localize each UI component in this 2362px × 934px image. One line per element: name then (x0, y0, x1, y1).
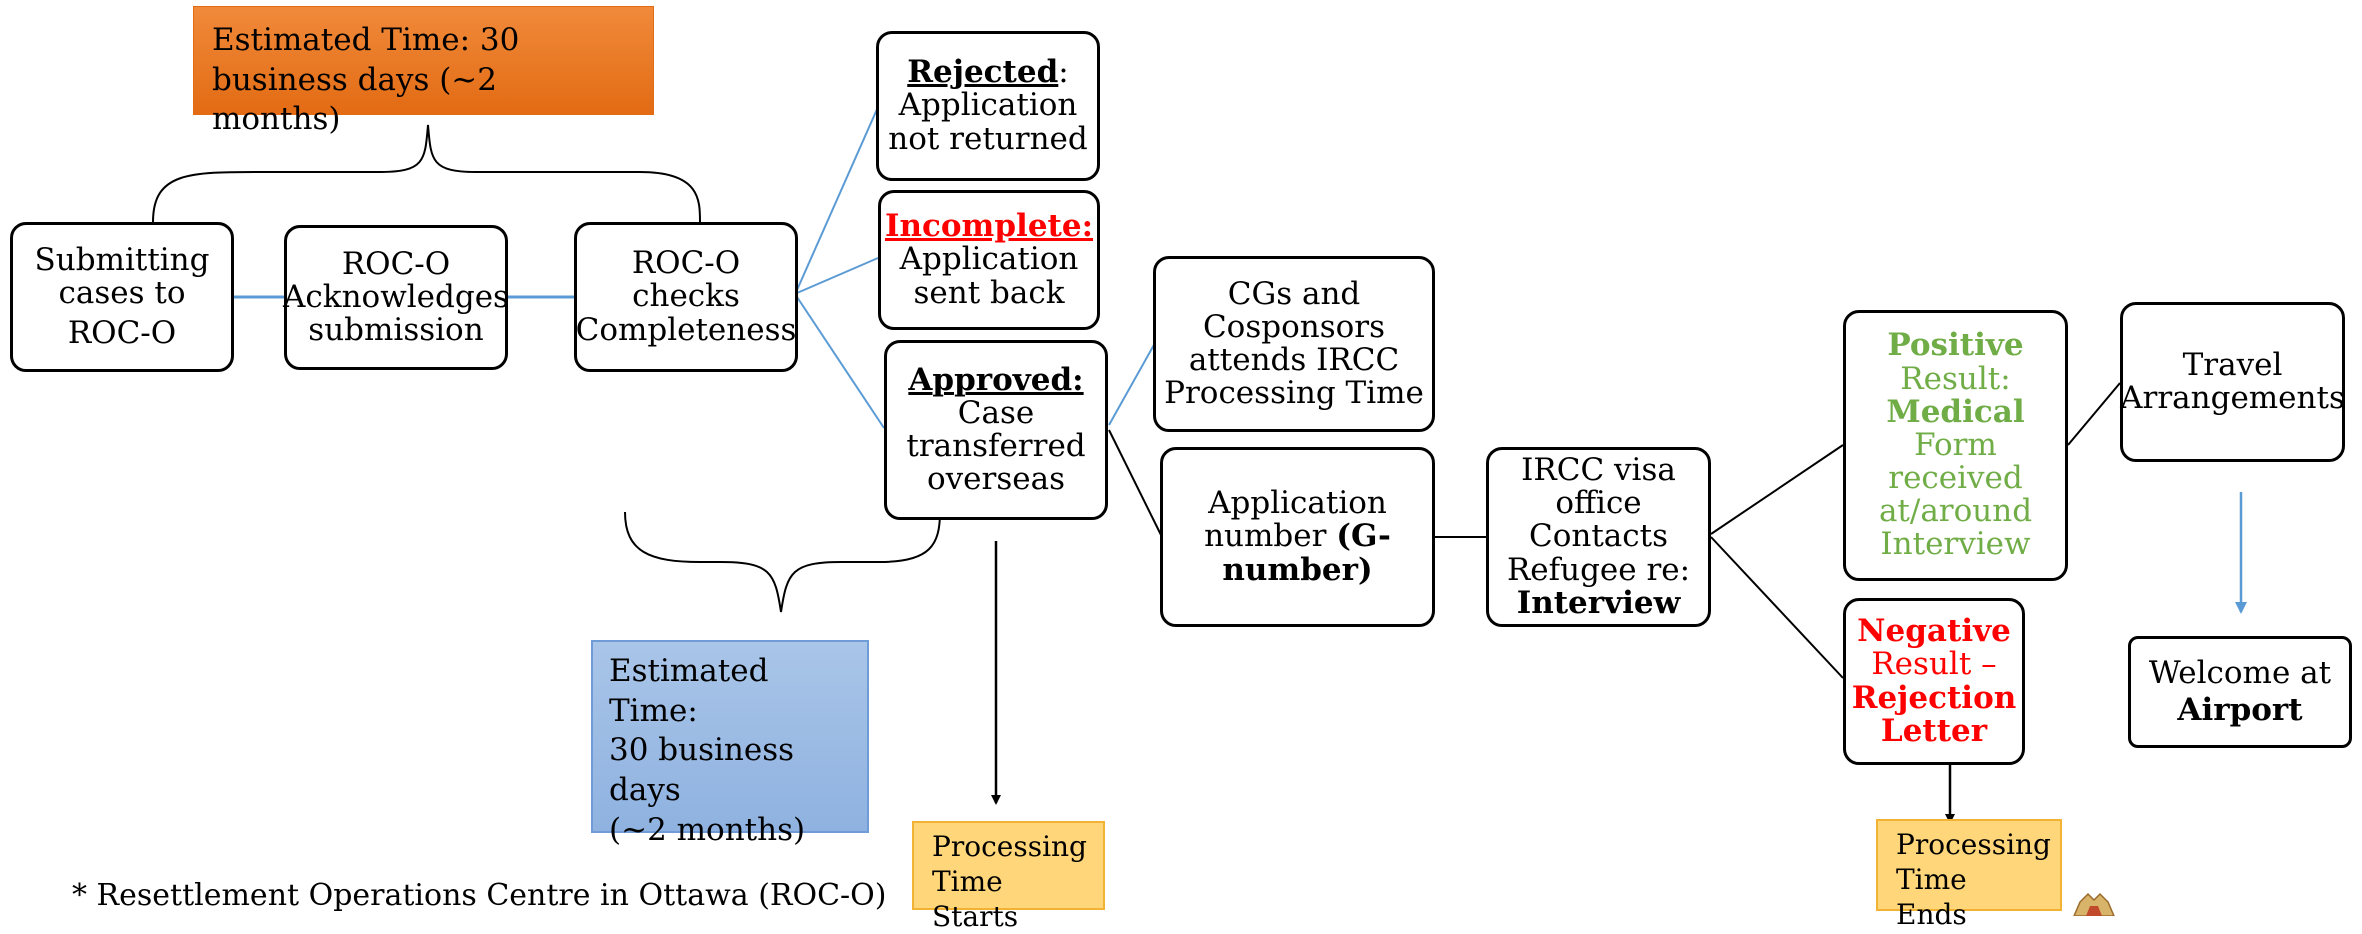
step-text: not returned (888, 120, 1088, 157)
medical-label: Medical (1886, 393, 2025, 430)
outcome-incomplete: Incomplete: Application sent back (878, 190, 1100, 330)
step-text: Cosponsors (1202, 308, 1386, 345)
step-text: Travel (2182, 346, 2283, 383)
step-text: Submitting (34, 242, 210, 279)
step-text: overseas (927, 461, 1065, 498)
step-text: ROC-O checks (631, 245, 741, 315)
step-text: Arrangements (2120, 380, 2345, 416)
connector-approved-cgs (1108, 342, 1156, 426)
connector-approved-gnumber (1108, 429, 1163, 538)
approved-heading: Approved: (908, 361, 1084, 398)
step-application-number: Application number (G- number) (1160, 447, 1435, 627)
processing-time-ends: Processing Time Ends (1876, 819, 2062, 931)
step-text-bold: number) (1222, 551, 1373, 588)
step-text: Processing Time (1164, 375, 1424, 412)
step-text: ROC-O (341, 245, 451, 282)
step-text: Application (898, 87, 1078, 124)
step-roco-acknowledges: ROC-O Acknowledges submission (283, 225, 509, 370)
step-text: Completeness (575, 311, 797, 348)
processing-time-starts: Processing Time Starts (912, 821, 1105, 933)
connector-interview-negative (1710, 536, 1844, 679)
rejected-colon: : (1058, 54, 1069, 91)
outcome-rejected: Rejected: Application not returned (876, 31, 1100, 181)
processing-text: Processing (1896, 828, 2051, 861)
estimate-text: 30 business days (609, 732, 795, 809)
step-text: Interview (1880, 526, 2031, 563)
step-text: ROC-O (67, 314, 177, 351)
estimate-note-top-text: Estimated Time: 30 business days (~2 mon… (212, 22, 520, 138)
step-text: Acknowledges (283, 278, 509, 315)
step-text: office Contacts (1528, 485, 1668, 555)
top-brace (152, 124, 701, 223)
step-text-bold: Airport (2177, 692, 2303, 728)
processing-text: Processing (932, 830, 1087, 863)
step-text: CGs and (1227, 275, 1361, 312)
step-welcome-airport: Welcome at Airport (2128, 636, 2352, 748)
step-submitting-cases: Submitting cases to ROC-O (10, 222, 234, 372)
step-text: Result – (1871, 646, 1997, 683)
step-text: Application (1208, 485, 1387, 522)
connector-check-rejected (796, 106, 879, 291)
result-positive: Positive Result: Medical Form received a… (1843, 310, 2068, 581)
rejection-label: Rejection (1851, 679, 2017, 716)
incomplete-heading: Incomplete: (884, 208, 1094, 245)
estimate-text: Estimated Time: (609, 653, 769, 729)
letter-label: Letter (1880, 712, 1988, 749)
step-text: attends IRCC (1188, 342, 1400, 378)
connector-check-incomplete (796, 257, 879, 294)
connector-interview-positive (1710, 444, 1844, 535)
step-travel-arrangements: Travel Arrangements (2120, 302, 2345, 462)
step-text: IRCC visa (1521, 452, 1676, 489)
step-text: cases to (58, 275, 186, 312)
processing-text: Time Ends (1896, 863, 1967, 931)
estimate-note-top: Estimated Time: 30 business days (~2 mon… (193, 6, 654, 137)
step-ircc-interview: IRCC visa office Contacts Refugee re: In… (1486, 447, 1711, 627)
step-text: number (1204, 518, 1337, 555)
step-text: submission (308, 312, 484, 349)
step-text: Application (899, 241, 1079, 278)
connector-check-approved (796, 296, 885, 429)
outcome-approved: Approved: Case transferred overseas (884, 340, 1108, 520)
step-text: Form received (1888, 426, 2023, 497)
footnote-roco: * Resettlement Operations Centre in Otta… (72, 878, 887, 913)
step-text: Welcome at (2148, 654, 2332, 691)
negative-label: Negative (1857, 613, 2011, 650)
positive-label: Positive (1887, 327, 2024, 364)
step-text: Result: (1900, 360, 2011, 397)
estimate-note-bottom: Estimated Time: 30 business days (~2 mon… (591, 640, 869, 848)
step-text: Case (957, 394, 1035, 431)
processing-text: Time Starts (932, 865, 1019, 933)
step-text-bold: (G- (1336, 518, 1391, 555)
step-text: Refugee re: (1506, 551, 1691, 588)
step-text: sent back (913, 274, 1065, 311)
result-negative: Negative Result – Rejection Letter (1843, 598, 2025, 765)
step-text: transferred (906, 428, 1086, 464)
rejected-heading: Rejected (907, 54, 1059, 91)
crest-logo (2073, 892, 2115, 916)
step-roco-checks-completeness: ROC-O checks Completeness (574, 222, 798, 372)
step-text-bold: Interview (1516, 584, 1681, 621)
connector-positive-travel (2067, 382, 2121, 446)
bottom-brace (624, 511, 941, 613)
step-cgs-cosponsors: CGs and Cosponsors attends IRCC Processi… (1153, 256, 1435, 432)
estimate-text: (~2 months) (609, 811, 806, 848)
step-text: at/around (1878, 493, 2033, 530)
